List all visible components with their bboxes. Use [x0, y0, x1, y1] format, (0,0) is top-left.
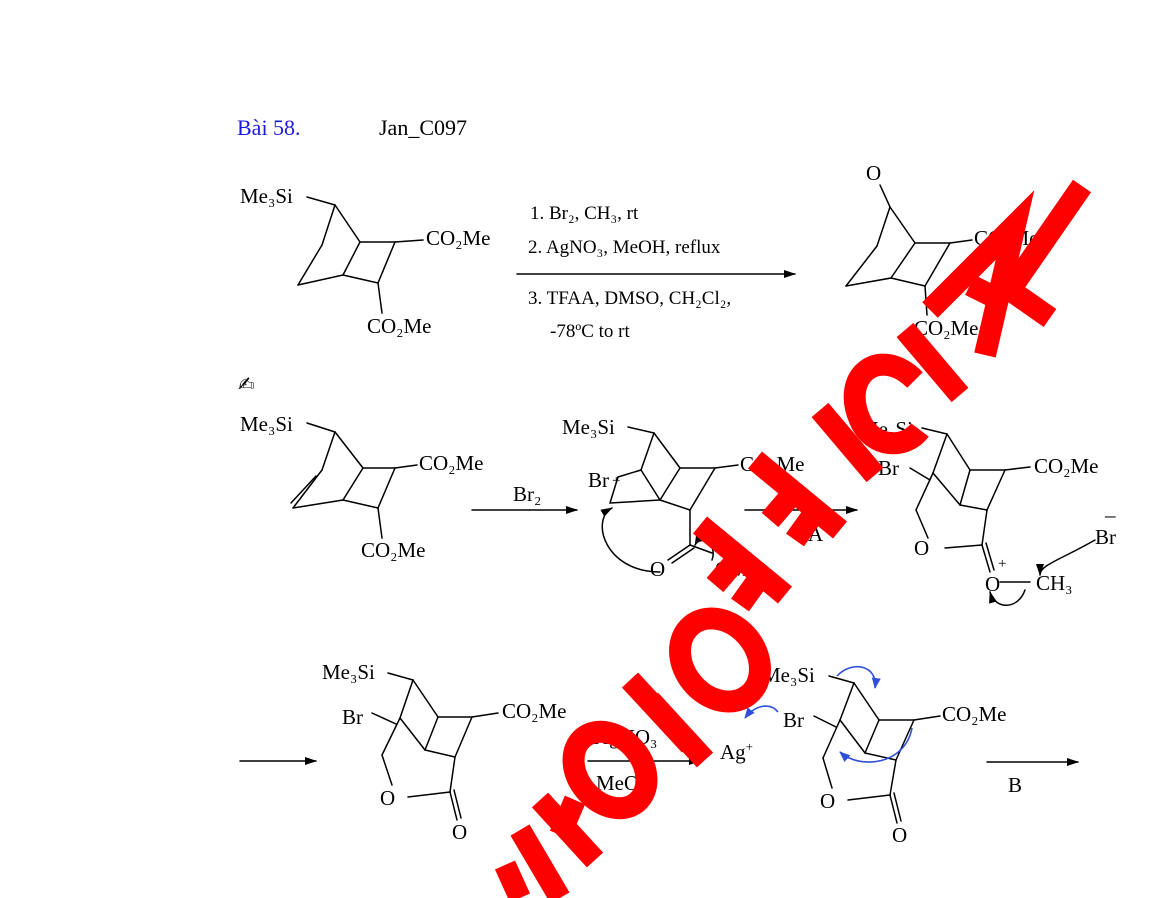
row2-bromonium-silyl: Me₃Si: [562, 415, 615, 439]
row2-sm-ester1: CO₂Me: [419, 451, 484, 475]
row2-oxo-ester: CO₂Me: [1034, 454, 1099, 478]
pencil-icon: ✍: [238, 372, 255, 396]
blue-electron-arrows: [744, 666, 913, 763]
row2-oxo-br: Br: [878, 456, 899, 480]
row1-product-ketone-o: O: [866, 161, 882, 185]
row3-lactone1-ring-o: O: [380, 786, 396, 810]
row3-lactone2-ring-o: O: [820, 789, 836, 813]
row3-lactone1-carbonyl-o: O: [452, 820, 468, 844]
row3-lactone2-bonds: [813, 675, 941, 824]
row2-sm-bonds: [290, 422, 418, 539]
row3-silver-ion: Ag+: [720, 739, 754, 764]
problem-code: Jan_C097: [379, 115, 467, 140]
row2-oxo-methyl: CH₃: [1036, 571, 1073, 595]
row3-lactone1-bonds: [371, 672, 499, 821]
problem-number: Bài 58.: [237, 115, 301, 140]
row3-lactone2-br: Br: [783, 708, 804, 732]
row2-oxo-o-plus: O: [985, 572, 1001, 596]
row2-sm-silyl: Me₃Si: [240, 412, 293, 436]
row3-lactone2-silyl: Me₃Si: [762, 663, 815, 687]
row1-condition-2: 2. AgNO₃, MeOH, reflux: [528, 237, 721, 258]
row1-sm-silyl: Me₃Si: [240, 184, 293, 208]
row2-sm-ester2: CO₂Me: [361, 538, 426, 562]
row3-lactone1-silyl: Me₃Si: [322, 660, 375, 684]
row3-lactone2-ester: CO₂Me: [942, 702, 1007, 726]
row3-arrow-label-b: B: [1008, 773, 1023, 797]
row2-bromonium-carbonyl-o: O: [650, 557, 666, 581]
row3-lactone1-ester: CO₂Me: [502, 699, 567, 723]
row2-bromide: Br: [1095, 525, 1116, 549]
row1-sm-ester1: CO₂Me: [426, 226, 491, 250]
row2-oxocarbenium-bonds: [909, 427, 1096, 606]
row2-reagent-br2: Br₂: [513, 482, 542, 506]
row2-bromonium-bonds: [600, 426, 739, 573]
row1-sm-ester2: CO₂Me: [367, 314, 432, 338]
row1-condition-1: 1. Br₂, CH₃, rt: [530, 203, 639, 224]
row1-condition-3: 3. TFAA, DMSO, CH₂Cl₂,: [528, 288, 732, 309]
row1-condition-4: -78ºC to rt: [550, 321, 630, 342]
row2-bromonium-plus: +: [612, 473, 621, 489]
row2-bromide-minus: –: [1105, 503, 1116, 527]
row2-bromonium-br: Br: [588, 468, 609, 492]
row3-lactone2-carbonyl-o: O: [892, 823, 908, 847]
row3-lactone1-br: Br: [342, 705, 363, 729]
row2-oxo-ring-o: O: [914, 536, 930, 560]
row1-product-ester2: CO₂Me: [914, 316, 979, 340]
row1-product-bonds: [845, 184, 973, 316]
row2-oxo-plus: +: [998, 556, 1007, 572]
row1-sm-bonds: [297, 196, 424, 314]
